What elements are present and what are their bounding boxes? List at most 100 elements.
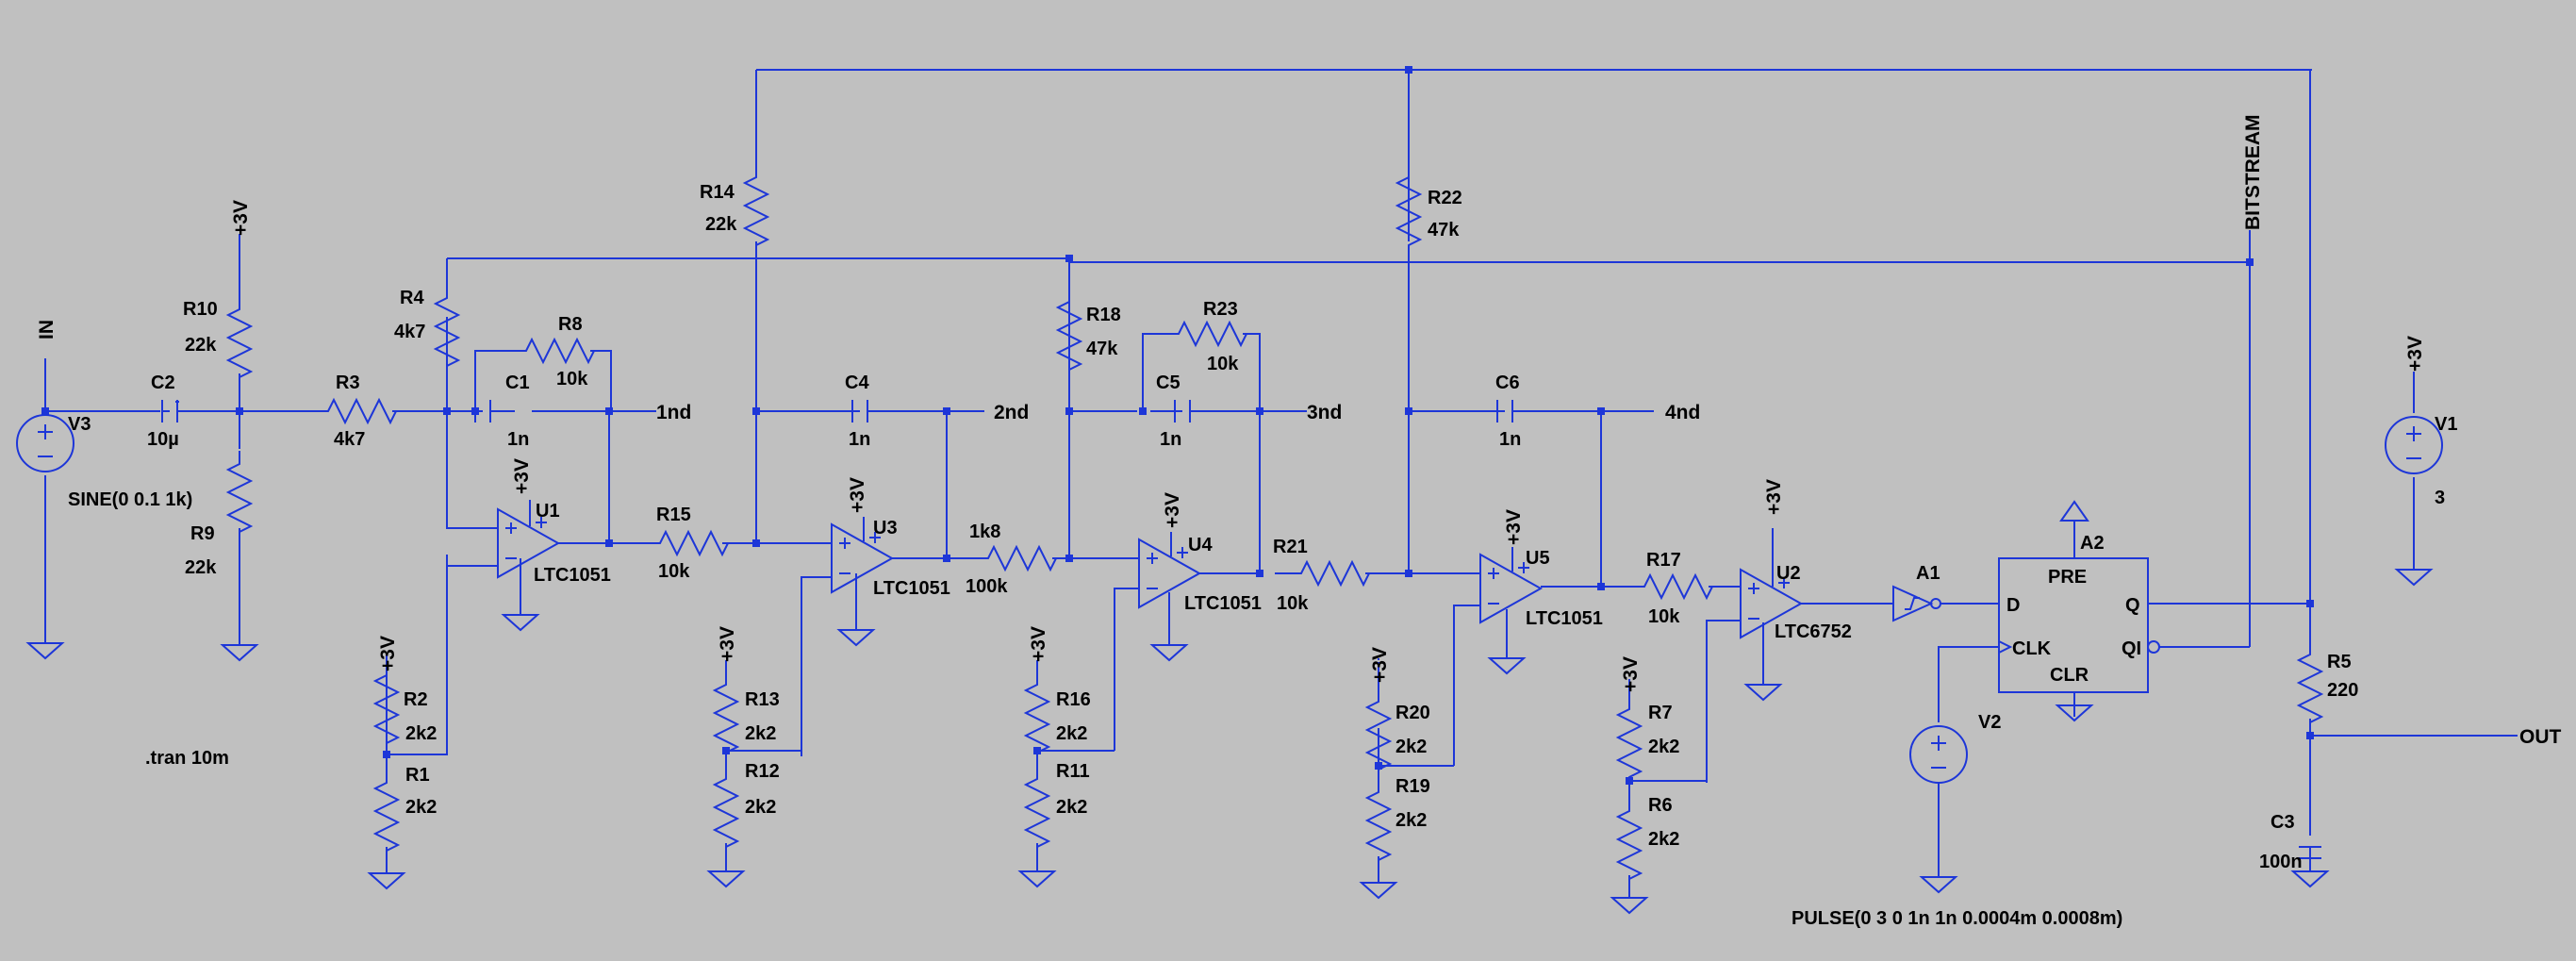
supply-label-u3: +3V <box>847 477 868 513</box>
supply-label-r10: +3V <box>230 200 252 236</box>
r18-value: 47k <box>1086 339 1118 359</box>
v3-value: SINE(0 0.1 1k) <box>68 489 192 510</box>
r14-value: 22k <box>705 214 737 235</box>
r21-value: 10k <box>1277 593 1309 614</box>
net-label-3nd: 3nd <box>1307 402 1342 423</box>
u3-name: U3 <box>873 518 898 538</box>
r13-value: 2k2 <box>745 723 776 744</box>
labels: IN OUT BITSTREAM 1nd 2nd 3nd 4nd +3V +3V… <box>36 115 2562 930</box>
supply-label-r2: +3V <box>377 636 399 671</box>
c2-value: 10µ <box>147 429 179 450</box>
r20-value: 2k2 <box>1395 737 1427 757</box>
r21-name: R21 <box>1273 537 1308 557</box>
opamp-symbols <box>497 508 1802 638</box>
r8-value: 10k <box>556 369 588 389</box>
v2-name: V2 <box>1978 712 2001 733</box>
a1-name: A1 <box>1916 563 1940 584</box>
r5-value: 220 <box>2327 680 2358 701</box>
u3-part: LTC1051 <box>873 578 950 599</box>
c4-value: 1n <box>849 429 870 450</box>
r3-name: R3 <box>336 373 360 393</box>
r10-name: R10 <box>183 299 218 320</box>
r4-value: 4k7 <box>394 322 425 342</box>
net-label-bitstream: BITSTREAM <box>2242 115 2264 231</box>
opamp-output-leads <box>529 507 1774 587</box>
supply-label-v1: +3V <box>2404 336 2426 372</box>
r6-value: 2k2 <box>1648 829 1679 850</box>
net-label-out: OUT <box>2519 726 2562 748</box>
supply-leads <box>239 234 2415 696</box>
r19-name: R19 <box>1395 776 1430 797</box>
c1-name: C1 <box>505 373 530 393</box>
r13-name: R13 <box>745 689 780 710</box>
pulse-spec: PULSE(0 3 0 1n 1n 0.0004m 0.0008m) <box>1792 908 2122 929</box>
supply-label-r20: +3V <box>1369 647 1391 683</box>
u1-part: LTC1051 <box>534 565 611 586</box>
r1-name: R1 <box>405 765 430 786</box>
c2-name: C2 <box>151 373 175 393</box>
r11-name: R11 <box>1056 761 1090 782</box>
net-label-2nd: 2nd <box>994 402 1029 423</box>
flipflop-a2-symbol <box>1998 500 2160 717</box>
r1-value: 2k2 <box>405 797 437 818</box>
supply-label-u5: +3V <box>1503 509 1525 545</box>
c3-name: C3 <box>2271 812 2295 833</box>
r16-value: 2k2 <box>1056 723 1087 744</box>
r19-value: 2k2 <box>1395 810 1427 831</box>
r7-value: 2k2 <box>1648 737 1679 757</box>
r23-value: 10k <box>1207 354 1239 374</box>
net-label-1nd: 1nd <box>656 402 691 423</box>
ff-pin-pre: PRE <box>2048 567 2087 588</box>
r2-name: R2 <box>404 689 428 710</box>
v1-value: 3 <box>2435 488 2445 508</box>
supply-label-r7: +3V <box>1620 656 1642 692</box>
r2-value: 2k2 <box>405 723 437 744</box>
r10-value: 22k <box>185 335 217 356</box>
r8-name: R8 <box>558 314 583 335</box>
r22-name: R22 <box>1428 188 1462 208</box>
r11-value: 2k2 <box>1056 797 1087 818</box>
r15-name: R15 <box>656 505 691 525</box>
r6-name: R6 <box>1648 795 1673 816</box>
ff-pin-d: D <box>2006 595 2020 616</box>
supply-label-u1: +3V <box>511 458 533 494</box>
r17-value: 10k <box>1648 606 1680 627</box>
ff-pin-clr: CLR <box>2050 665 2089 686</box>
opamp-ground-leads <box>520 558 1764 671</box>
r12-value: 2k2 <box>745 797 776 818</box>
r22-value: 47k <box>1428 220 1460 240</box>
u5-name: U5 <box>1526 548 1550 569</box>
u4-name: U4 <box>1188 535 1213 555</box>
c3-value: 100n <box>2259 852 2303 872</box>
ff-pin-q: Q <box>2125 595 2140 616</box>
r16-name: R16 <box>1056 689 1091 710</box>
ff-pin-clk: CLK <box>2012 638 2052 659</box>
v3-name: V3 <box>68 414 91 435</box>
r12-name: R12 <box>745 761 780 782</box>
supply-label-r13: +3V <box>717 626 738 662</box>
spice-directive: .tran 10m <box>145 748 229 769</box>
u4-part: LTC1051 <box>1184 593 1262 614</box>
ff-pin-qi: QI <box>2122 638 2141 659</box>
r5-name: R5 <box>2327 652 2352 672</box>
c5-value: 1n <box>1160 429 1181 450</box>
net-label-in: IN <box>36 320 58 340</box>
c6-value: 1n <box>1499 429 1521 450</box>
r9-name: R9 <box>190 523 215 544</box>
r15-value: 10k <box>658 561 690 582</box>
u2-part: LTC6752 <box>1775 621 1852 642</box>
supply-label-r16: +3V <box>1028 626 1049 662</box>
wires <box>44 69 2518 885</box>
net-label-4nd: 4nd <box>1665 402 1700 423</box>
r23-name: R23 <box>1203 299 1238 320</box>
buffer-a1-symbol <box>1892 585 1941 622</box>
u5-part: LTC1051 <box>1526 608 1603 629</box>
capacitor-symbols <box>161 399 2321 859</box>
r20-name: R20 <box>1395 703 1430 723</box>
supply-label-u4: +3V <box>1162 492 1183 528</box>
rmid-name: 1k8 <box>969 522 1000 542</box>
c4-name: C4 <box>845 373 869 393</box>
c1-value: 1n <box>507 429 529 450</box>
r4-name: R4 <box>400 288 424 308</box>
